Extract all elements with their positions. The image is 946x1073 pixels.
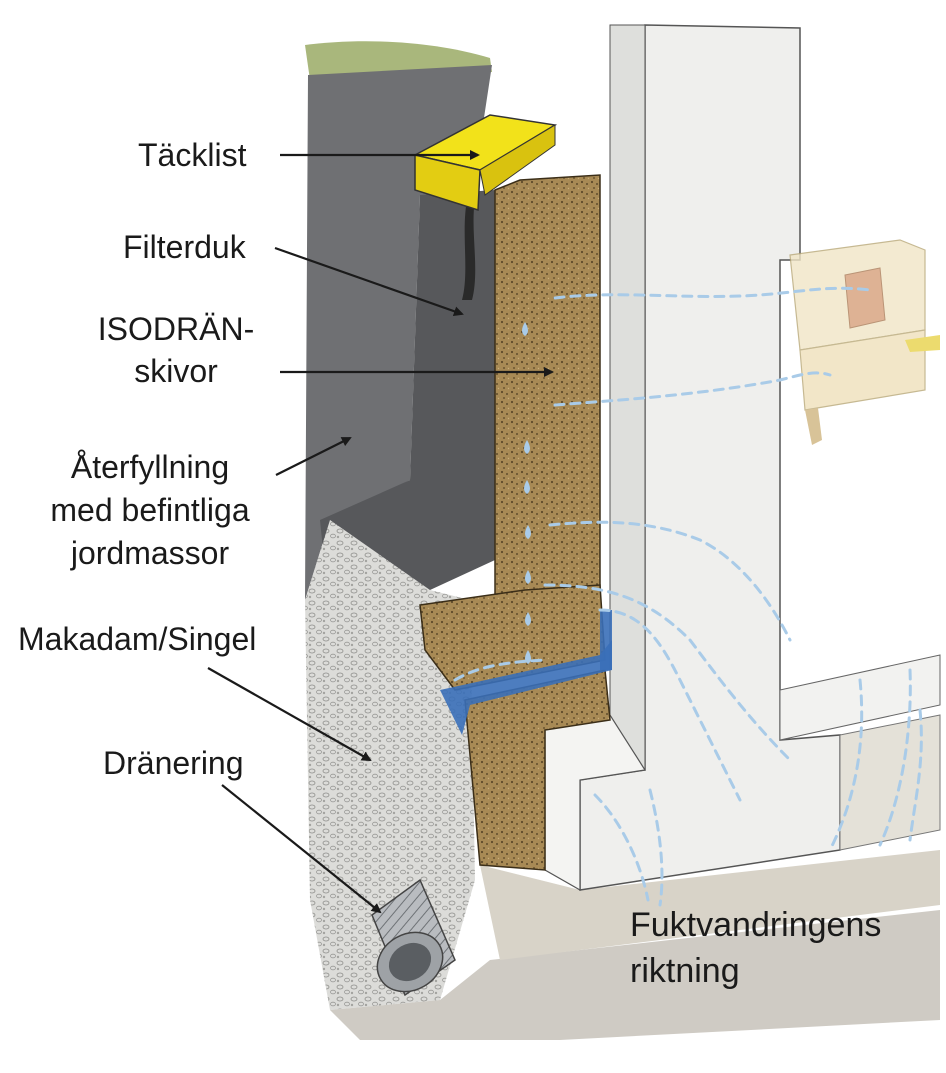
label-fukt-line2: riktning xyxy=(630,952,740,990)
water-drops xyxy=(522,322,531,664)
arrow-makadam xyxy=(207,667,372,761)
interior-slab xyxy=(839,714,941,851)
label-fukt-line1: Fuktvandringens xyxy=(630,906,882,944)
arrow-filterduk xyxy=(274,246,464,317)
moisture-arrows xyxy=(453,286,923,907)
filter-cloth xyxy=(462,195,476,300)
label-aterfyllning-line3: jordmassor xyxy=(70,535,230,571)
blue-membrane-upper xyxy=(600,610,612,670)
ground-base xyxy=(330,910,940,1040)
cover-strip xyxy=(412,114,558,212)
label-aterfyllning-line1: Återfyllning xyxy=(70,449,230,485)
label-aterfyllning-line2: med befintliga xyxy=(50,492,250,528)
arrow-aterfyllning xyxy=(275,437,352,476)
label-tacklist: Täcklist xyxy=(138,137,247,173)
isodran-board-vertical xyxy=(494,174,601,626)
blue-membrane xyxy=(440,640,612,735)
drainage-pipe xyxy=(371,878,456,997)
label-filterduk: Filterduk xyxy=(123,229,246,265)
backfill-face xyxy=(320,190,495,620)
arrow-dranering xyxy=(221,784,382,914)
label-isodran-line1: ISODRÄN- xyxy=(97,311,255,347)
label-isodran-line2: skivor xyxy=(134,353,218,389)
footing-base xyxy=(480,850,940,960)
leader-arrows xyxy=(207,150,554,914)
label-dranering: Dränering xyxy=(103,745,244,781)
sofa-sketch xyxy=(789,239,940,445)
label-makadam: Makadam/Singel xyxy=(18,621,257,657)
